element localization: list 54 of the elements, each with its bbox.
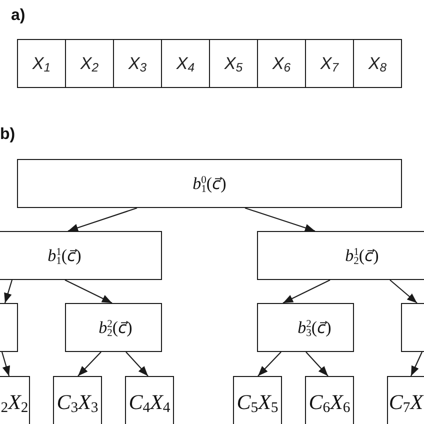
panel-label: b) — [0, 127, 16, 143]
arrow — [390, 280, 418, 304]
arrow — [4, 280, 13, 304]
product-label: C$_{6}$X$_{6}$ — [308, 392, 350, 413]
sequence-cell — [113, 39, 162, 88]
arrow — [68, 207, 138, 232]
function-box — [65, 303, 162, 352]
variable-label: X$_{2}$ — [80, 55, 99, 72]
product-label: $_{2}$X$_{2}$ — [0, 392, 28, 413]
product-label: C$_{5}$X$_{5}$ — [236, 392, 278, 413]
function-box — [0, 303, 18, 352]
sequence-cell — [161, 39, 210, 88]
arrow — [1, 352, 10, 376]
function-label: b$_{1}$$^{1}$(c⃗) — [48, 247, 82, 264]
variable-label: X$_{7}$ — [320, 55, 339, 72]
sequence-cell — [17, 39, 66, 88]
function-box — [0, 231, 162, 280]
arrow — [126, 352, 148, 376]
arrow — [410, 352, 422, 376]
arrow — [258, 352, 282, 376]
arrow — [244, 207, 316, 232]
variable-label: X$_{8}$ — [368, 55, 387, 72]
variable-label: X$_{6}$ — [272, 55, 291, 72]
leaf-box — [53, 376, 102, 424]
sequence-cell — [305, 39, 354, 88]
variable-label: X$_{3}$ — [128, 55, 147, 72]
variable-label: X$_{5}$ — [224, 55, 243, 72]
function-label: b$_{3}$$^{2}$(c⃗) — [298, 319, 332, 336]
arrow — [64, 280, 112, 304]
leaf-box — [233, 376, 282, 424]
arrow — [78, 352, 102, 376]
function-box — [17, 159, 402, 208]
product-label: C$_{7}$X — [388, 392, 424, 413]
arrow — [306, 352, 328, 376]
function-label: b$_{2}$$^{2}$(c⃗) — [98, 319, 132, 336]
function-label: b$_{1}$$^{0}$(c⃗) — [192, 175, 226, 192]
variable-label: X$_{4}$ — [176, 55, 195, 72]
product-label: C$_{3}$X$_{3}$ — [56, 392, 98, 413]
function-box — [401, 303, 424, 352]
sequence-cell — [353, 39, 402, 88]
arrow — [282, 280, 330, 304]
leaf-box — [0, 376, 30, 424]
leaf-box — [387, 376, 424, 424]
variable-label: X$_{1}$ — [32, 55, 51, 72]
function-label: b$_{2}$$^{1}$(c⃗) — [345, 247, 379, 264]
panel-label: a) — [11, 8, 26, 24]
function-box — [257, 303, 354, 352]
sequence-cell — [257, 39, 306, 88]
product-label: C$_{4}$X$_{4}$ — [128, 392, 170, 413]
leaf-box — [305, 376, 354, 424]
sequence-cell — [209, 39, 258, 88]
function-box — [257, 231, 424, 280]
sequence-cell — [65, 39, 114, 88]
leaf-box — [125, 376, 174, 424]
